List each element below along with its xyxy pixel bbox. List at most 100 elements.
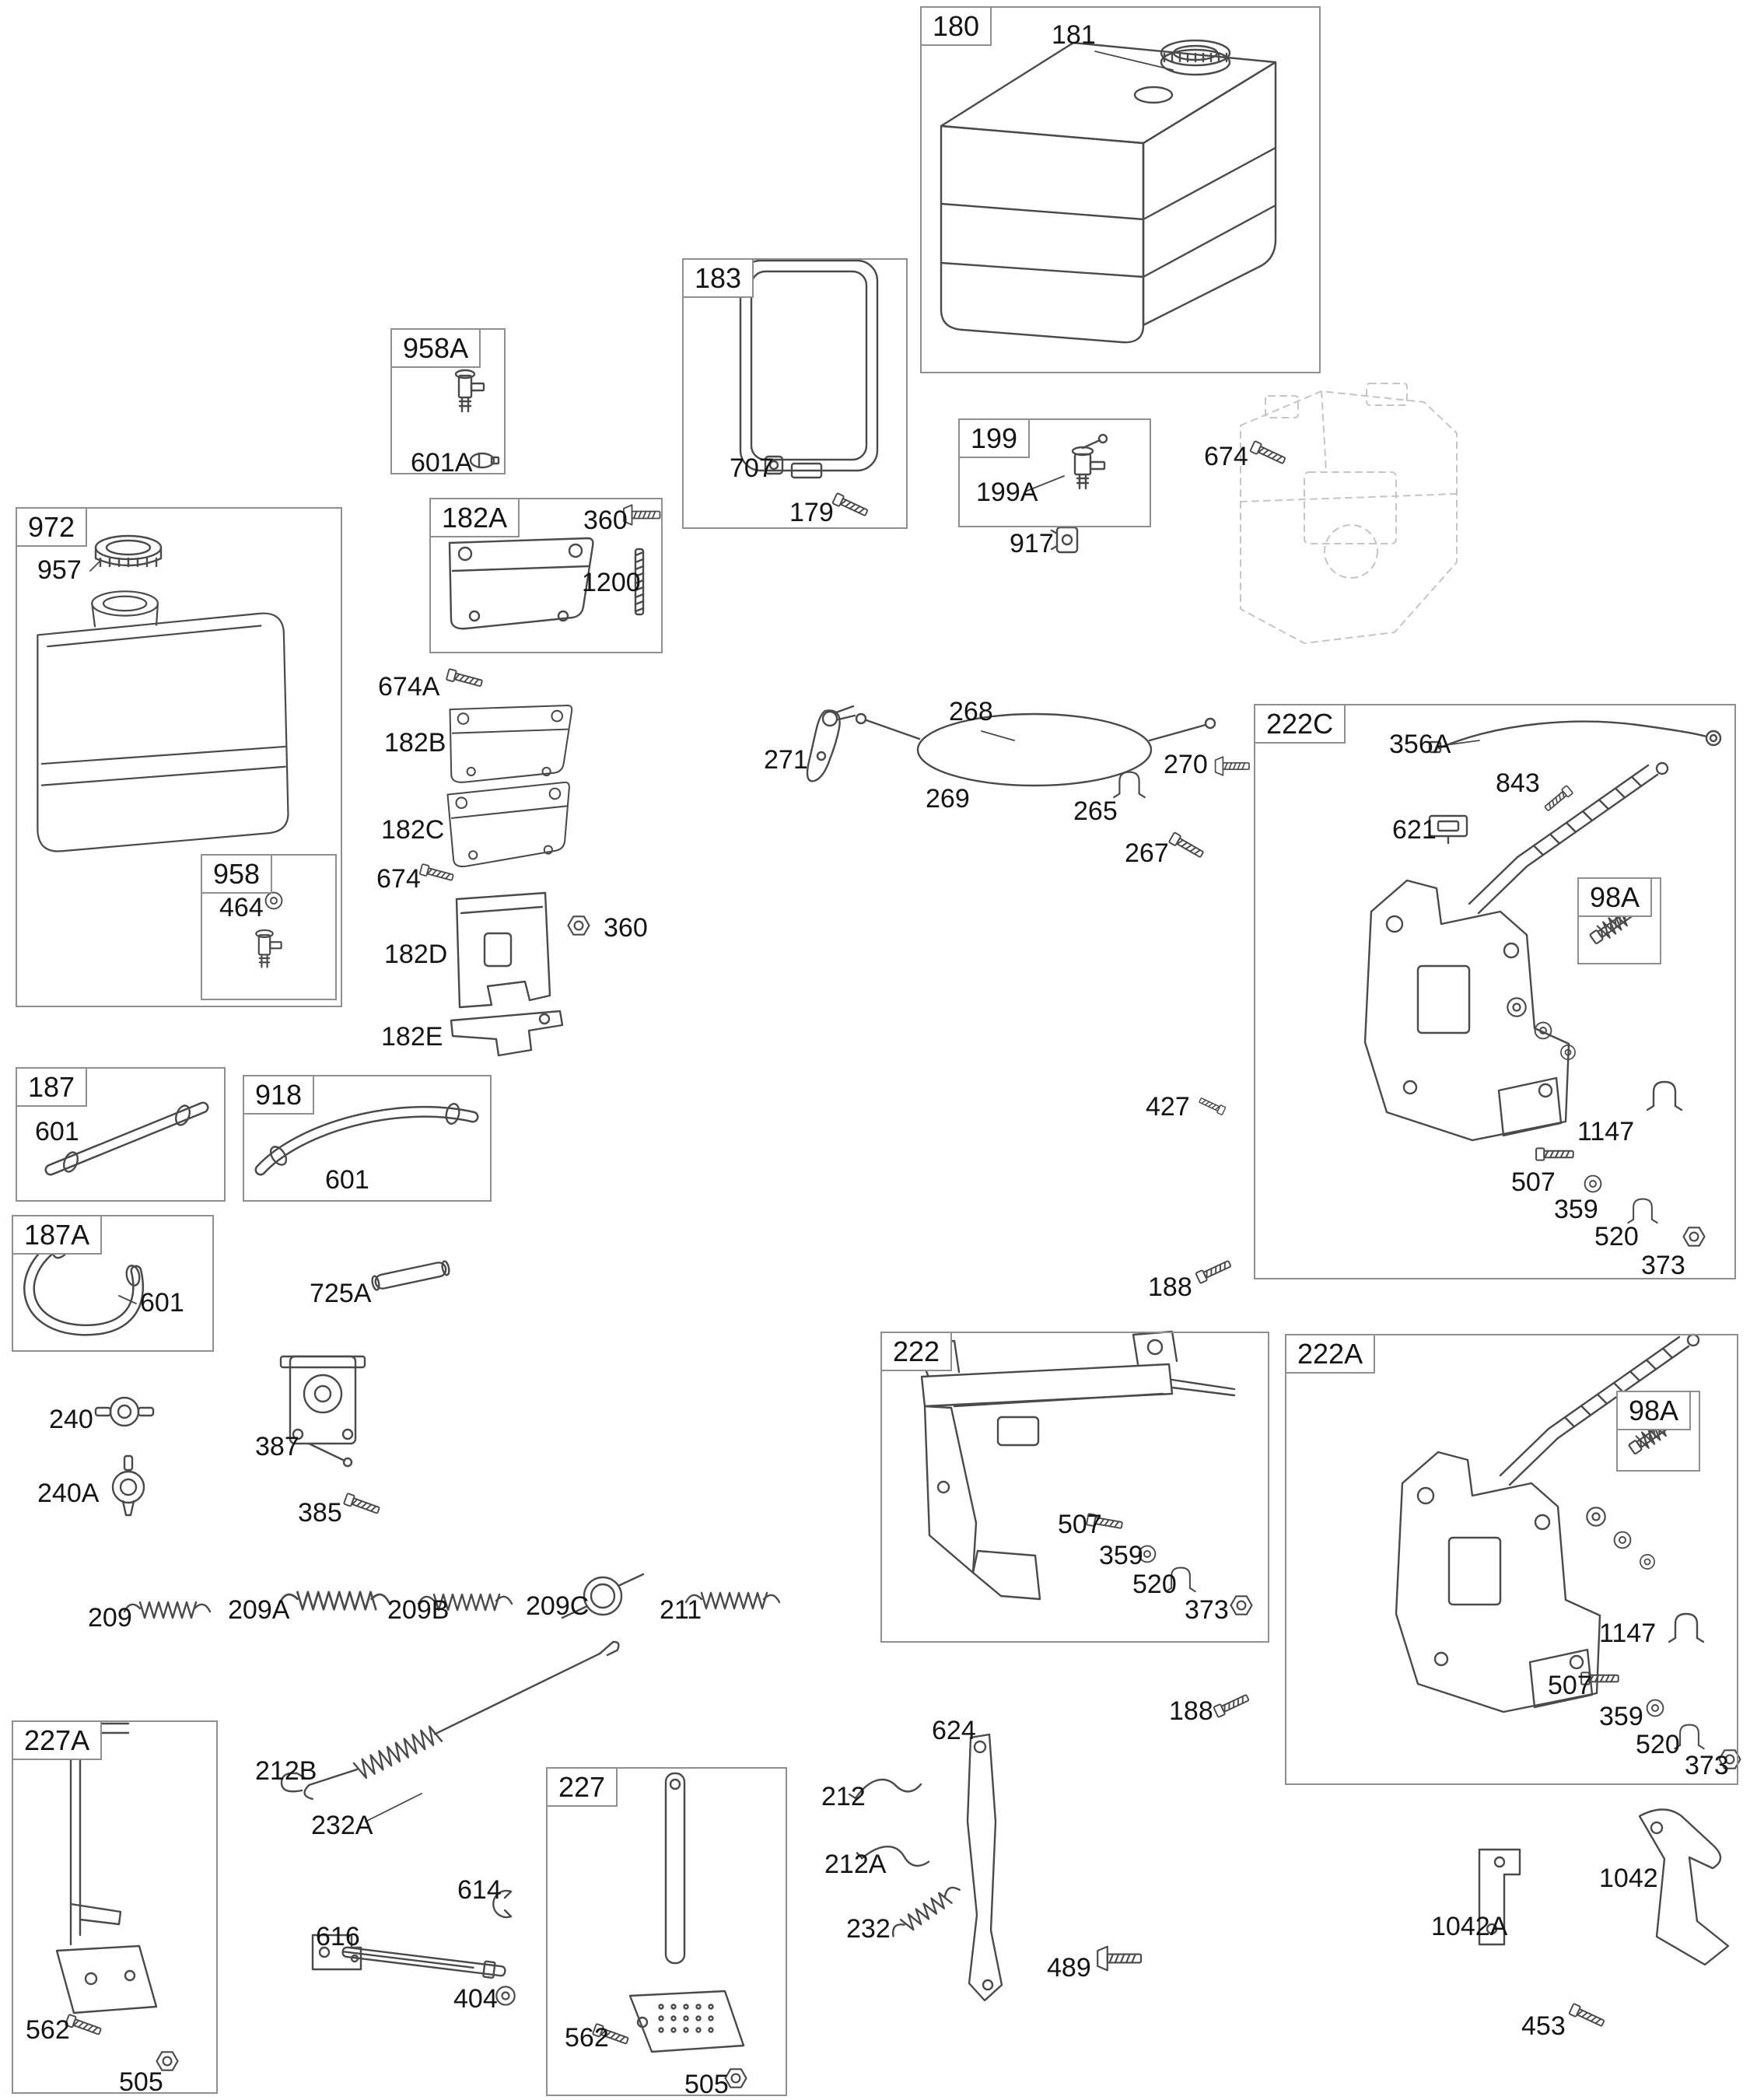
part-art-rod <box>341 1946 506 1979</box>
part-art-ghost-engine <box>1240 383 1458 644</box>
part-art-valve <box>454 369 485 413</box>
part-art-clamp <box>469 452 500 469</box>
part-art-washer <box>1640 1554 1655 1570</box>
part-art-bracket-small <box>311 1934 362 1971</box>
part-art-control-bracket <box>1363 761 1669 1142</box>
part-art-washer <box>1586 1507 1606 1527</box>
part-art-washer <box>1560 1045 1576 1060</box>
part-art-screw <box>1568 2003 1605 2027</box>
part-art-washer <box>1613 1531 1632 1549</box>
part-art-tank-large <box>940 39 1277 344</box>
part-art-nut <box>156 2051 179 2071</box>
part-art-screw <box>1580 1671 1619 1685</box>
part-art-bracket1042 <box>1638 1808 1730 1966</box>
part-art-bulb2 <box>111 1454 145 1517</box>
part-art-grommet <box>764 455 784 475</box>
part-art-clip <box>1113 771 1146 799</box>
part-art-bolt <box>623 504 661 526</box>
part-art-screw <box>831 492 869 516</box>
part-art-clip <box>1627 1198 1658 1224</box>
part-art-nut <box>724 2068 747 2088</box>
part-art-screw <box>1213 1694 1250 1718</box>
part-art-carb <box>279 1355 366 1468</box>
part-art-screw <box>592 2023 629 2045</box>
part-art-spring <box>684 1591 781 1610</box>
part-art-shield <box>455 891 551 1009</box>
part-art-washer <box>1584 1174 1602 1193</box>
part-art-valve <box>255 929 282 968</box>
part-art-lever-strap <box>628 1772 745 2053</box>
part-art-screw <box>1249 440 1286 464</box>
part-art-clip <box>1646 1080 1683 1111</box>
part-art-screw <box>419 863 454 881</box>
part-art-bracket-plate <box>449 704 573 783</box>
part-art-washer <box>1138 1545 1157 1563</box>
part-art-valve199 <box>1071 433 1108 490</box>
part-art-spring-screw <box>1589 905 1640 945</box>
part-art-screw <box>1199 1097 1227 1115</box>
part-art-rod-spring <box>303 1640 620 1801</box>
part-art-spring-loop <box>561 1573 645 1619</box>
part-art-bracket1042a <box>1478 1848 1521 1946</box>
part-art-screw <box>1086 1513 1123 1529</box>
part-art-spring <box>892 1886 961 1937</box>
part-art-leader <box>89 559 102 572</box>
part-art-leader <box>1094 51 1174 71</box>
part-art-leader <box>365 1793 422 1822</box>
part-art-nut <box>1682 1227 1706 1247</box>
part-art-hose <box>44 1101 209 1176</box>
part-art-hook <box>280 1772 306 1793</box>
part-art-screw <box>1168 831 1204 858</box>
part-art-bracket-plate <box>448 537 594 630</box>
part-art-washer <box>1646 1699 1664 1717</box>
part-art-strip <box>450 1010 564 1057</box>
part-art-washer <box>1507 997 1527 1017</box>
part-art-washer <box>1534 1021 1552 1040</box>
part-art-bolt <box>1214 756 1250 776</box>
part-art-leader <box>1024 475 1065 492</box>
part-art-cap <box>94 534 163 568</box>
part-art-bulb <box>94 1396 155 1427</box>
part-art-cable356 <box>1428 720 1722 754</box>
part-art-spring <box>278 1591 390 1611</box>
part-art-nut <box>1230 1595 1253 1615</box>
part-art-clip <box>1674 1724 1705 1750</box>
part-art-control-bracket <box>1395 1333 1700 1713</box>
part-art-bolt <box>1097 1945 1143 1972</box>
part-art-stud <box>634 548 645 616</box>
part-art-bracket-plate <box>446 781 570 868</box>
part-art-wire <box>856 1846 930 1867</box>
part-art-tank-small <box>37 590 289 852</box>
part-art-screw <box>65 2014 102 2035</box>
part-art-nut <box>1718 1749 1741 1769</box>
part-art-spring <box>417 1593 513 1612</box>
part-art-screw <box>1544 785 1573 811</box>
part-art-screw <box>1195 1260 1232 1284</box>
part-art-wire <box>848 1778 922 1800</box>
part-art-lever624 <box>966 1733 1003 2002</box>
part-art-nut <box>567 915 590 936</box>
part-art-hose-u <box>23 1238 145 1336</box>
part-art-lever-small <box>806 705 856 782</box>
part-art-clip <box>1668 1612 1705 1643</box>
part-art-clip917 <box>1050 526 1079 554</box>
part-art-lever-bent <box>55 1722 158 2014</box>
part-art-leader <box>981 730 1015 741</box>
part-art-leader <box>1444 740 1480 746</box>
part-art-spring <box>123 1601 212 1619</box>
part-art-screw <box>1535 1147 1574 1161</box>
part-art-block621 <box>1428 814 1468 845</box>
part-art-tube <box>371 1260 450 1291</box>
part-art-control-bracket2 <box>914 1330 1236 1601</box>
part-art-hose-curved <box>254 1102 479 1176</box>
part-art-screw <box>343 1493 380 1514</box>
part-art-leader <box>118 1295 137 1304</box>
part-art-spring-screw <box>1628 1416 1678 1455</box>
part-art-clip <box>1165 1566 1196 1593</box>
part-art-frame <box>739 259 879 479</box>
part-art-eclip <box>492 1889 513 1919</box>
part-art-washer <box>264 891 283 910</box>
part-art-washer <box>495 1986 516 2006</box>
